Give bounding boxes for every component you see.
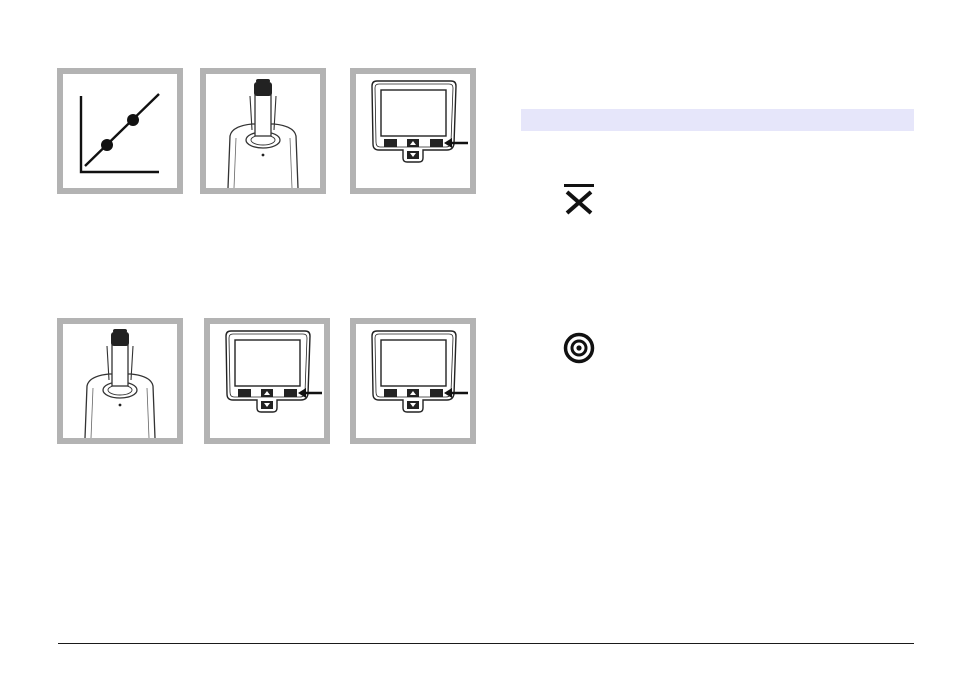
highlight-bar [521, 109, 914, 131]
meter-keypad-icon [356, 74, 470, 188]
target-icon [563, 332, 595, 364]
footer-rule [58, 643, 914, 644]
sample-cell-in-meter-icon [63, 324, 177, 438]
illustration-meter-keypad-2 [204, 318, 330, 444]
target-symbol [563, 332, 595, 369]
meter-keypad-icon [356, 324, 470, 438]
meter-keypad-icon [210, 324, 324, 438]
illustration-sample-cell-in-meter-1 [200, 68, 326, 194]
illustration-sample-cell-in-meter-2 [57, 318, 183, 444]
x-bar-icon [562, 182, 596, 216]
calibration-curve-icon [63, 74, 177, 188]
illustration-meter-keypad-3 [350, 318, 476, 444]
mean-symbol [562, 182, 596, 221]
sample-cell-in-meter-icon [206, 74, 320, 188]
illustration-meter-keypad-1 [350, 68, 476, 194]
illustration-calibration-curve [57, 68, 183, 194]
